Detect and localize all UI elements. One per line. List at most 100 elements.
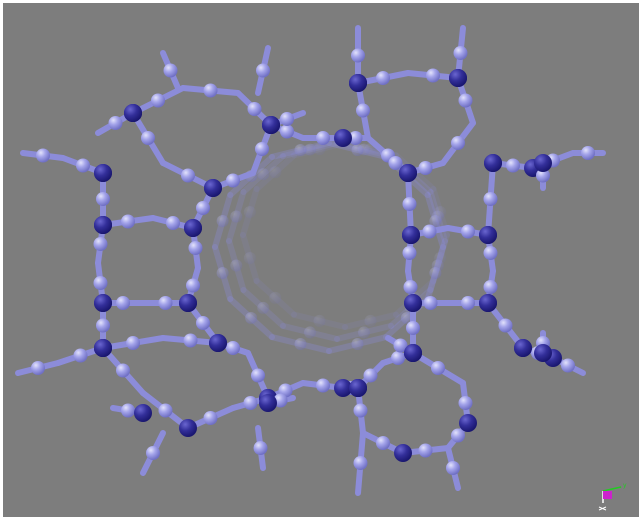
o-atom-32 bbox=[294, 143, 307, 156]
o-atom-29 bbox=[216, 267, 229, 279]
o-atom-176 bbox=[536, 168, 550, 183]
o-atom-35 bbox=[429, 215, 442, 227]
axis-y-line bbox=[602, 486, 622, 492]
si-atom-94 bbox=[184, 219, 202, 237]
o-atom-79 bbox=[483, 280, 498, 294]
o-atom-166 bbox=[146, 446, 160, 460]
o-atom-95 bbox=[402, 197, 417, 211]
o-atom-70 bbox=[93, 237, 108, 251]
o-atom-106 bbox=[226, 341, 240, 355]
o-atom-101 bbox=[116, 363, 130, 378]
si-atom-147 bbox=[94, 164, 112, 182]
si-atom-171 bbox=[124, 104, 142, 122]
o-atom-105 bbox=[251, 368, 265, 383]
o-atom-161 bbox=[256, 63, 270, 78]
o-atom-92 bbox=[196, 201, 210, 215]
o-atom-107 bbox=[183, 333, 198, 348]
o-atom-69 bbox=[93, 276, 108, 290]
o-atom-25 bbox=[400, 312, 413, 325]
o-atom-169 bbox=[446, 461, 460, 475]
o-atom-162 bbox=[351, 48, 365, 63]
o-atom-146 bbox=[76, 158, 90, 173]
si-atom-124 bbox=[459, 414, 477, 432]
o-atom-89 bbox=[96, 192, 110, 206]
o-atom-67 bbox=[158, 296, 173, 310]
o-atom-27 bbox=[294, 338, 307, 351]
o-atom-153 bbox=[506, 158, 520, 173]
o-atom-182 bbox=[393, 338, 408, 353]
o-atom-103 bbox=[203, 411, 218, 425]
si-atom-140 bbox=[404, 294, 422, 312]
axis-y-label: y bbox=[623, 482, 627, 489]
o-atom-174 bbox=[388, 156, 403, 170]
o-atom-178 bbox=[121, 403, 135, 418]
o-atom-28 bbox=[245, 312, 258, 325]
3d-viewport[interactable]: y bbox=[3, 3, 639, 517]
si-atom-62 bbox=[334, 129, 352, 147]
o-atom-7 bbox=[269, 166, 282, 179]
si-atom-100 bbox=[479, 226, 497, 244]
o-atom-30 bbox=[216, 215, 229, 227]
si-atom-177 bbox=[534, 154, 552, 172]
o-atom-151 bbox=[581, 146, 595, 160]
o-atom-116 bbox=[418, 443, 433, 458]
o-atom-20 bbox=[304, 143, 316, 156]
si-atom-131 bbox=[334, 379, 352, 397]
o-atom-26 bbox=[351, 338, 364, 351]
o-atom-160 bbox=[163, 63, 178, 78]
o-atom-104 bbox=[243, 396, 258, 410]
si-atom-183 bbox=[404, 344, 422, 362]
si-atom-165 bbox=[449, 69, 467, 87]
o-atom-51 bbox=[418, 161, 433, 175]
o-atom-24 bbox=[429, 267, 442, 279]
si-atom-155 bbox=[484, 154, 502, 172]
o-atom-98 bbox=[483, 192, 498, 206]
o-atom-40 bbox=[226, 173, 240, 188]
o-atom-168 bbox=[353, 456, 368, 470]
si-atom-138 bbox=[209, 334, 227, 352]
o-atom-68 bbox=[116, 296, 130, 310]
o-atom-142 bbox=[498, 318, 513, 333]
o-atom-14 bbox=[358, 326, 370, 339]
si-atom-97 bbox=[402, 226, 420, 244]
o-atom-117 bbox=[451, 428, 465, 443]
o-atom-120 bbox=[391, 351, 405, 365]
o-atom-18 bbox=[230, 210, 243, 223]
o-atom-33 bbox=[351, 143, 364, 156]
si-atom-110 bbox=[179, 419, 197, 437]
axis-orientation-triad[interactable]: y bbox=[597, 481, 631, 511]
si-atom-143 bbox=[479, 294, 497, 312]
si-atom-137 bbox=[179, 294, 197, 312]
o-atom-64 bbox=[166, 216, 180, 230]
o-atom-145 bbox=[36, 148, 50, 163]
si-atom-93 bbox=[204, 179, 222, 197]
o-atom-63 bbox=[121, 214, 135, 229]
o-atom-15 bbox=[304, 326, 316, 339]
o-atom-39 bbox=[255, 142, 269, 156]
o-atom-118 bbox=[458, 396, 473, 410]
o-atom-167 bbox=[253, 441, 268, 455]
o-atom-58 bbox=[280, 124, 294, 139]
rear-framework-layers bbox=[212, 140, 450, 354]
o-atom-148 bbox=[31, 361, 45, 375]
o-atom-4 bbox=[269, 291, 282, 304]
o-atom-156 bbox=[561, 358, 575, 373]
o-atom-76 bbox=[422, 224, 437, 239]
o-atom-108 bbox=[126, 336, 140, 350]
o-atom-139 bbox=[406, 321, 420, 335]
o-atom-65 bbox=[188, 241, 203, 255]
o-atom-53 bbox=[356, 103, 370, 118]
o-atom-114 bbox=[353, 403, 368, 418]
o-atom-49 bbox=[458, 93, 473, 108]
o-atom-48 bbox=[426, 68, 440, 83]
o-atom-36 bbox=[151, 93, 165, 108]
o-atom-37 bbox=[203, 83, 218, 98]
o-atom-170 bbox=[108, 116, 123, 130]
o-atom-119 bbox=[431, 361, 445, 375]
o-atom-81 bbox=[423, 296, 438, 310]
si-atom-123 bbox=[394, 444, 412, 462]
o-atom-78 bbox=[483, 246, 498, 260]
o-atom-102 bbox=[158, 403, 173, 418]
o-atom-121 bbox=[363, 368, 378, 383]
o-atom-149 bbox=[73, 348, 88, 363]
